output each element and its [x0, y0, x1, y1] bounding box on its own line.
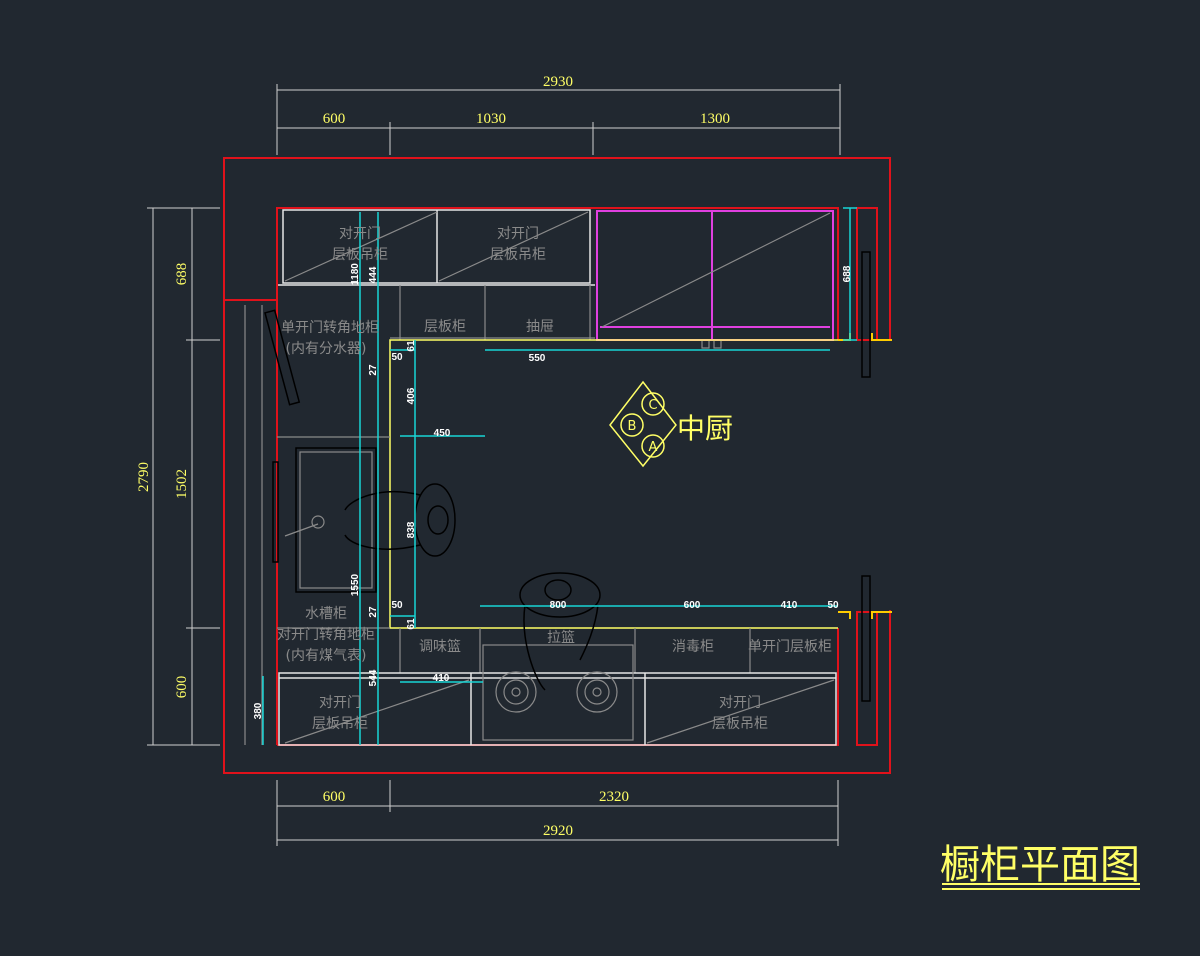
dim-inner: 61	[406, 618, 417, 630]
walls	[223, 157, 892, 774]
dim-inner: 380	[253, 702, 264, 719]
dim-right-688: 688	[842, 265, 853, 282]
gas-stove	[482, 644, 634, 741]
label-drawer: 抽屉	[526, 319, 554, 335]
dim-inner: 61	[406, 340, 417, 352]
label-upper-mid: 层板吊柜	[490, 247, 546, 263]
dim-inner: 838	[406, 521, 417, 538]
dim-inner: 410	[433, 673, 450, 684]
drawing-title: 橱柜平面图	[940, 842, 1140, 888]
label-upper-mid: 对开门	[497, 226, 539, 242]
label-spice: 调味篮	[419, 639, 461, 655]
label-corner-bottom: (内有煤气表)	[286, 648, 367, 664]
label-pull-basket: 拉篮	[547, 630, 575, 646]
label-sterilizer: 消毒柜	[672, 639, 714, 655]
dim-left-1: 688	[174, 263, 190, 286]
dim-left-total: 2790	[136, 462, 152, 492]
cabinet-labels: 对开门 层板吊柜 对开门 层板吊柜 单开门转角地柜 (内有分水器) 层板柜 抽屉…	[277, 226, 832, 732]
dim-bottom-total: 2920	[543, 823, 573, 839]
dim-bottom-2: 2320	[599, 789, 629, 805]
dim-top-total: 2930	[543, 74, 573, 90]
dimension-lines	[147, 84, 857, 846]
sink	[284, 447, 377, 593]
symbol-a: A	[649, 440, 658, 455]
dim-inner: 50	[391, 352, 403, 363]
symbol-b: B	[628, 419, 637, 434]
dim-inner: 406	[406, 387, 417, 404]
label-shelf: 层板柜	[424, 319, 466, 335]
label-lower-right: 层板吊柜	[712, 716, 768, 732]
dimension-text: 2930 600 1030 1300 600 2320 2920 2790 68…	[136, 74, 853, 839]
dim-inner: 444	[368, 266, 379, 283]
dim-inner: 1180	[350, 263, 361, 285]
dim-inner: 1550	[350, 573, 361, 596]
dim-inner: 450	[434, 428, 451, 439]
upper-cabinets	[278, 209, 834, 349]
dim-inner: 550	[529, 353, 546, 364]
dim-inner: 27	[368, 364, 379, 376]
dim-left-2: 1502	[174, 469, 190, 499]
section-symbol	[609, 380, 677, 468]
dim-inner: 50	[827, 600, 839, 611]
dim-inner: 800	[550, 600, 567, 611]
dim-inner: 410	[781, 600, 798, 611]
label-corner-top: (内有分水器)	[286, 341, 367, 357]
label-corner-bottom: 对开门转角地柜	[277, 627, 375, 643]
label-lower-right: 对开门	[719, 695, 761, 711]
person-figure-left	[344, 483, 456, 557]
person-figure-bottom	[519, 572, 601, 691]
countertop-outline	[389, 339, 838, 629]
dim-top-2: 1030	[476, 111, 506, 127]
label-corner-top: 单开门转角地柜	[281, 320, 379, 336]
symbol-c: C	[648, 398, 657, 413]
dim-top-1: 600	[323, 111, 346, 127]
label-lower-left: 层板吊柜	[312, 716, 368, 732]
dim-inner: 27	[368, 606, 379, 618]
title-underline	[942, 883, 1140, 890]
label-upper-left: 对开门	[339, 226, 381, 242]
dim-left-3: 600	[174, 676, 190, 699]
lower-cabinets	[278, 672, 837, 746]
label-sink: 水槽柜	[305, 606, 347, 622]
dim-inner: 50	[391, 600, 403, 611]
dim-inner: 544	[368, 669, 379, 686]
dim-inner: 600	[684, 600, 701, 611]
dim-top-3: 1300	[700, 111, 730, 127]
label-upper-left: 层板吊柜	[332, 247, 388, 263]
label-single-door: 单开门层板柜	[748, 639, 832, 655]
dim-bottom-1: 600	[323, 789, 346, 805]
label-lower-left: 对开门	[319, 695, 361, 711]
room-label: 中厨	[677, 412, 733, 445]
